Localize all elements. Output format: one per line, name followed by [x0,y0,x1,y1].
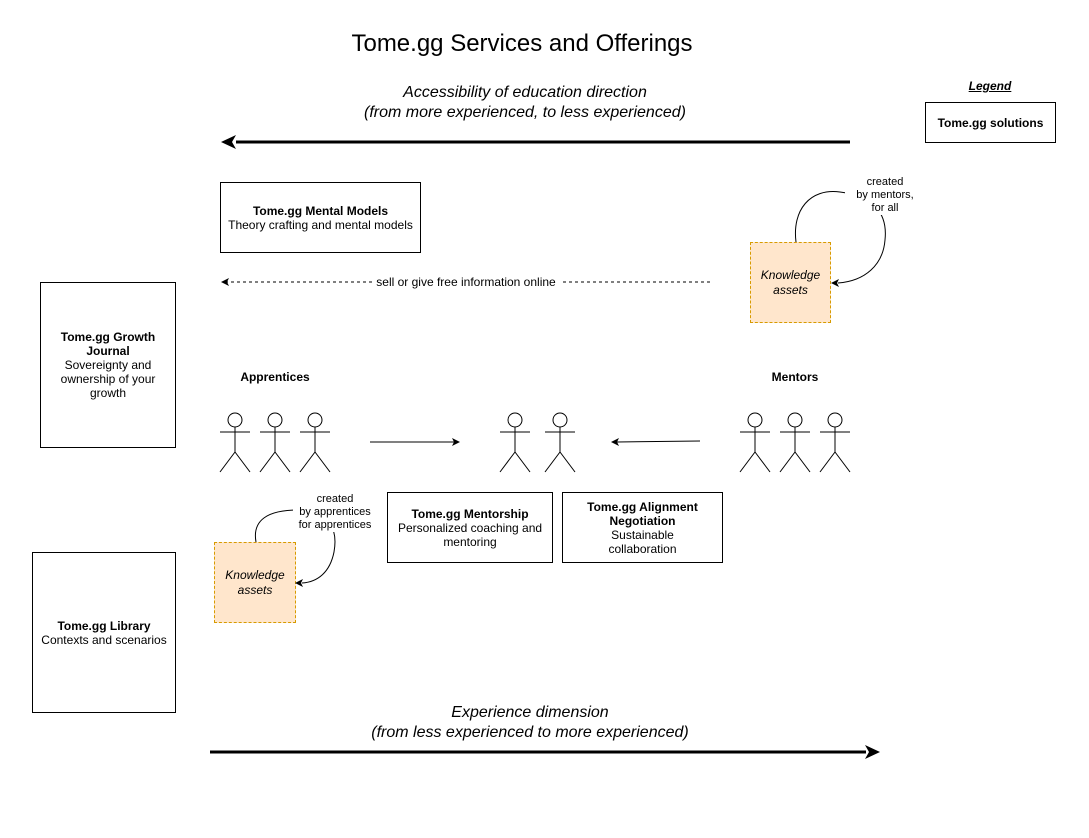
mental-models-title: Tome.gg Mental Models [252,203,389,218]
top-axis-line2: (from more experienced, to less experien… [364,104,686,121]
knowledge-assets-mentors-label: Knowledge assets [760,267,821,297]
top-axis-arrow [221,135,850,149]
apprentices-label: Apprentices [240,370,310,384]
mentor-figure-icon [739,412,771,473]
mentee-figure-icon [499,412,531,473]
diagram-title: Tome.gg Services and Offerings [351,30,693,57]
growth-journal-box[interactable]: Tome.gg Growth Journal Sovereignty and o… [40,282,176,448]
apprentice-figure-icon [219,412,251,473]
bottom-axis-line2: (from less experienced to more experienc… [371,724,689,741]
growth-journal-subtitle: Sovereignty and ownership of your growth [60,358,156,400]
legend-heading: Legend [968,79,1012,93]
top-axis-caption: Accessibility of education direction (fr… [300,83,750,123]
mentorship-box[interactable]: Tome.gg Mentorship Personalized coaching… [387,492,553,563]
apprentices-loop-note-line2: by apprentices [299,506,371,518]
library-title: Tome.gg Library [57,618,151,633]
mentors-loop-note-line1: created [866,176,904,188]
bottom-axis-caption: Experience dimension (from less experien… [305,703,755,743]
mentors-loop-note: created by mentors, for all [845,176,925,215]
mentor-figure-icon [779,412,811,473]
mental-models-box[interactable]: Tome.gg Mental Models Theory crafting an… [220,182,421,253]
alignment-title: Tome.gg Alignment Negotiation [587,499,698,528]
mentors-to-mentees-arrow [611,438,701,446]
mentorship-subtitle: Personalized coaching and mentoring [397,520,543,549]
mentee-figures [499,412,576,473]
mental-models-subtitle: Theory crafting and mental models [228,217,413,232]
mentors-loop-note-line3: for all [871,202,899,214]
info-flow-arrow [221,278,710,286]
apprentice-figure-icon [259,412,291,473]
apprentice-figures [219,412,331,473]
library-box[interactable]: Tome.gg Library Contexts and scenarios [32,552,176,713]
bottom-axis-line1: Experience dimension [451,704,609,721]
growth-journal-title: Tome.gg Growth Journal [60,330,156,358]
legend-solution-box: Tome.gg solutions [925,102,1056,143]
alignment-subtitle: Sustainable collaboration [608,527,677,556]
knowledge-assets-mentors[interactable]: Knowledge assets [750,242,831,323]
knowledge-assets-apprentices-label: Knowledge assets [225,567,285,597]
legend-item-label: Tome.gg solutions [937,115,1044,130]
top-axis-line1: Accessibility of education direction [403,84,647,101]
library-subtitle: Contexts and scenarios [41,632,167,647]
apprentices-loop-note-line1: created [316,493,354,505]
apprentices-loop-note: created by apprentices for apprentices [293,493,377,532]
info-flow-label: sell or give free information online [372,275,560,289]
bottom-axis-arrow [210,745,880,759]
apprentices-to-mentees-arrow [370,438,460,446]
alignment-negotiation-box[interactable]: Tome.gg Alignment Negotiation Sustainabl… [562,492,723,563]
apprentices-loop-note-line3: for apprentices [298,519,372,531]
mentors-label: Mentors [771,370,819,384]
mentor-figure-icon [819,412,851,473]
mentor-figures [739,412,851,473]
mentorship-title: Tome.gg Mentorship [411,506,529,521]
knowledge-assets-apprentices[interactable]: Knowledge assets [214,542,296,623]
mentee-figure-icon [544,412,576,473]
mentors-loop-note-line2: by mentors, [856,189,914,201]
apprentice-figure-icon [299,412,331,473]
